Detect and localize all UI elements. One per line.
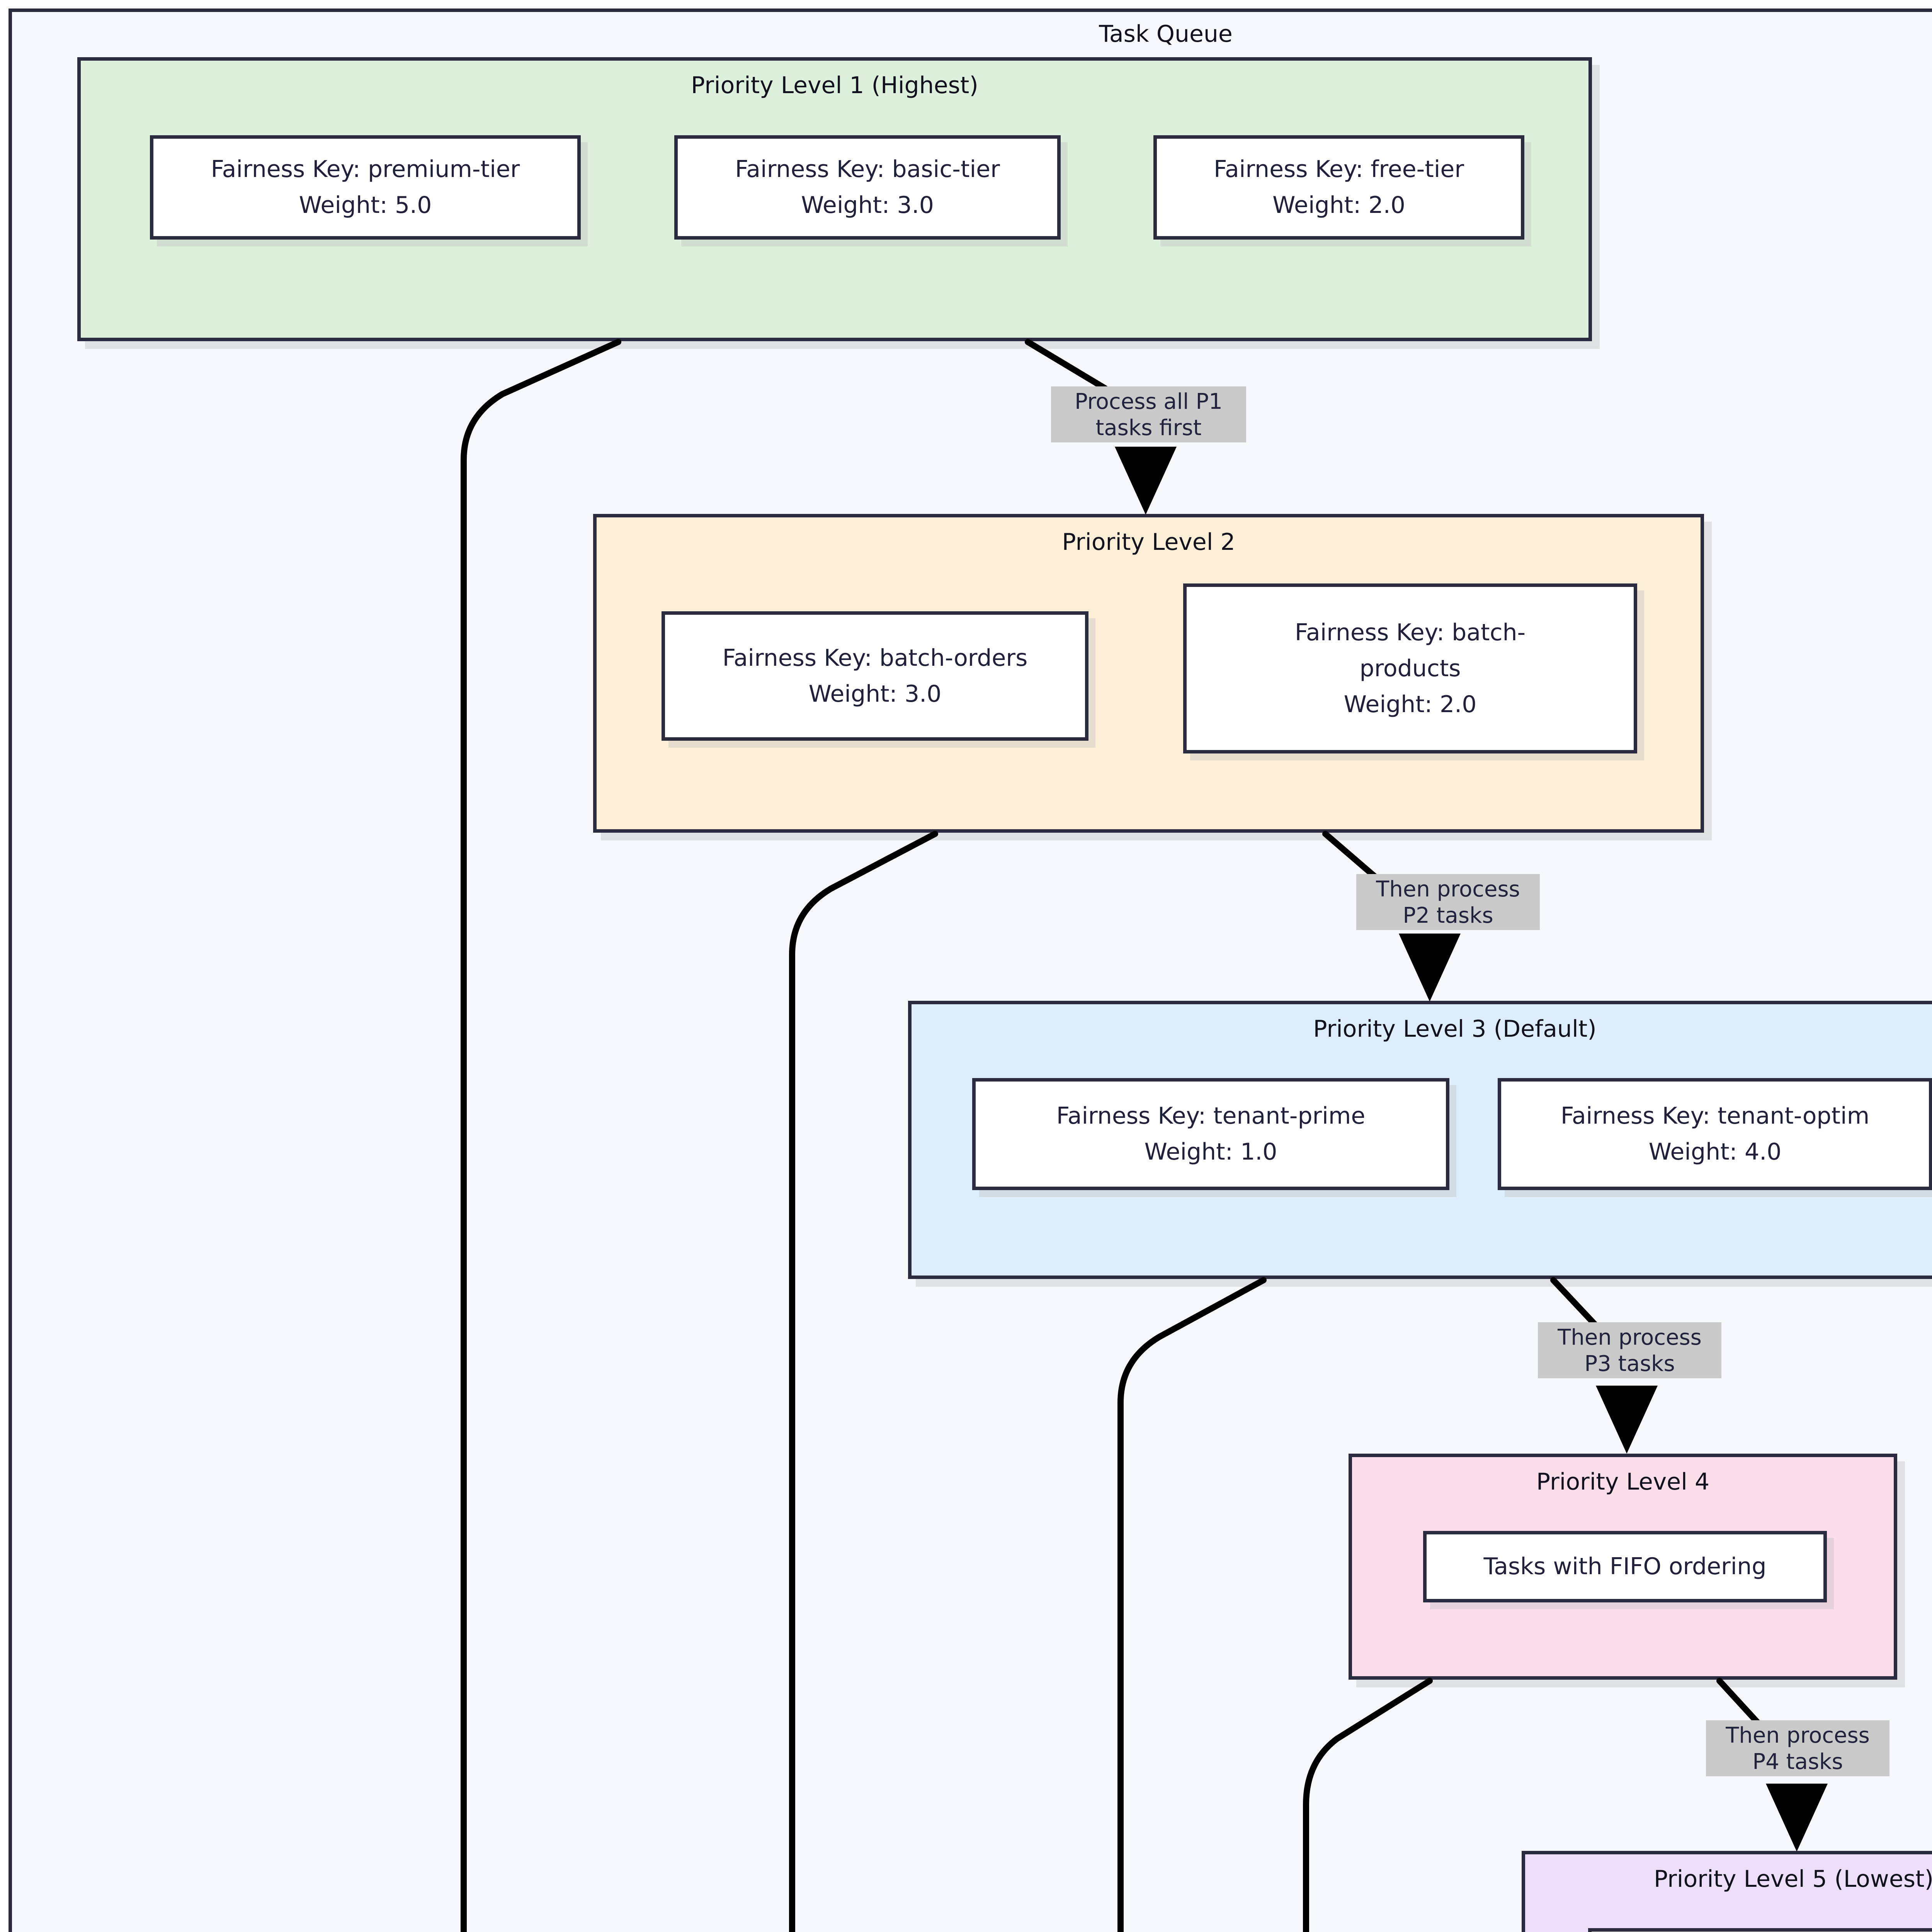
node-line-1: Fairness Key: basic-tier [735,156,1000,183]
node-line-2: Weight: 4.0 [1648,1138,1782,1165]
fairness-node-tenant-prime[interactable]: Fairness Key: tenant-prime Weight: 1.0 [972,1078,1449,1190]
fairness-node-free-tier[interactable]: Fairness Key: free-tier Weight: 2.0 [1153,135,1524,240]
node-line-1: Fairness Key: premium-tier [211,156,520,183]
fairness-node-batch-orders[interactable]: Fairness Key: batch-orders Weight: 3.0 [662,611,1088,741]
node-line-2: Weight: 5.0 [299,192,432,219]
edge-label-p3-p4: Then process P3 tasks [1538,1322,1721,1378]
fifo-node-priority-5[interactable]: Tasks with FIFO ordering [1588,1928,1932,1932]
node-line-1: Tasks with FIFO ordering [1483,1553,1767,1580]
node-line-1: Fairness Key: tenant-prime [1056,1102,1366,1129]
node-line-2: Weight: 3.0 [808,680,942,707]
node-line-2: products [1359,655,1461,682]
node-line-2: Weight: 1.0 [1144,1138,1277,1165]
node-line-3: Weight: 2.0 [1344,690,1477,718]
fairness-node-premium-tier[interactable]: Fairness Key: premium-tier Weight: 5.0 [150,135,581,240]
fifo-node-priority-4[interactable]: Tasks with FIFO ordering [1423,1531,1827,1602]
node-line-1: Fairness Key: tenant-optim [1560,1102,1870,1129]
edge-label-p2-p3: Then process P2 tasks [1356,874,1540,930]
fairness-node-tenant-optim[interactable]: Fairness Key: tenant-optim Weight: 4.0 [1498,1078,1932,1190]
node-line-1: Fairness Key: free-tier [1213,156,1464,183]
node-line-2: Weight: 3.0 [801,192,934,219]
subgraph-priority-1-title: Priority Level 1 (Highest) [691,72,978,99]
fairness-node-batch-products[interactable]: Fairness Key: batch- products Weight: 2.… [1183,583,1637,753]
edge-label-p4-p5: Then process P4 tasks [1706,1720,1889,1776]
node-line-1: Fairness Key: batch-orders [722,644,1028,672]
node-line-1: Fairness Key: batch- [1294,619,1526,646]
subgraph-priority-5-title: Priority Level 5 (Lowest) [1654,1866,1932,1893]
edge-label-p1-p2: Process all P1 tasks first [1051,386,1246,442]
node-line-2: Weight: 2.0 [1272,192,1405,219]
subgraph-priority-4-title: Priority Level 4 [1536,1468,1710,1495]
subgraph-priority-3-title: Priority Level 3 (Default) [1313,1015,1597,1043]
subgraph-priority-2-title: Priority Level 2 [1062,529,1235,556]
fairness-node-basic-tier[interactable]: Fairness Key: basic-tier Weight: 3.0 [674,135,1061,240]
task-queue-title: Task Queue [1099,20,1233,48]
subgraph-priority-5 [1522,1851,1932,1932]
